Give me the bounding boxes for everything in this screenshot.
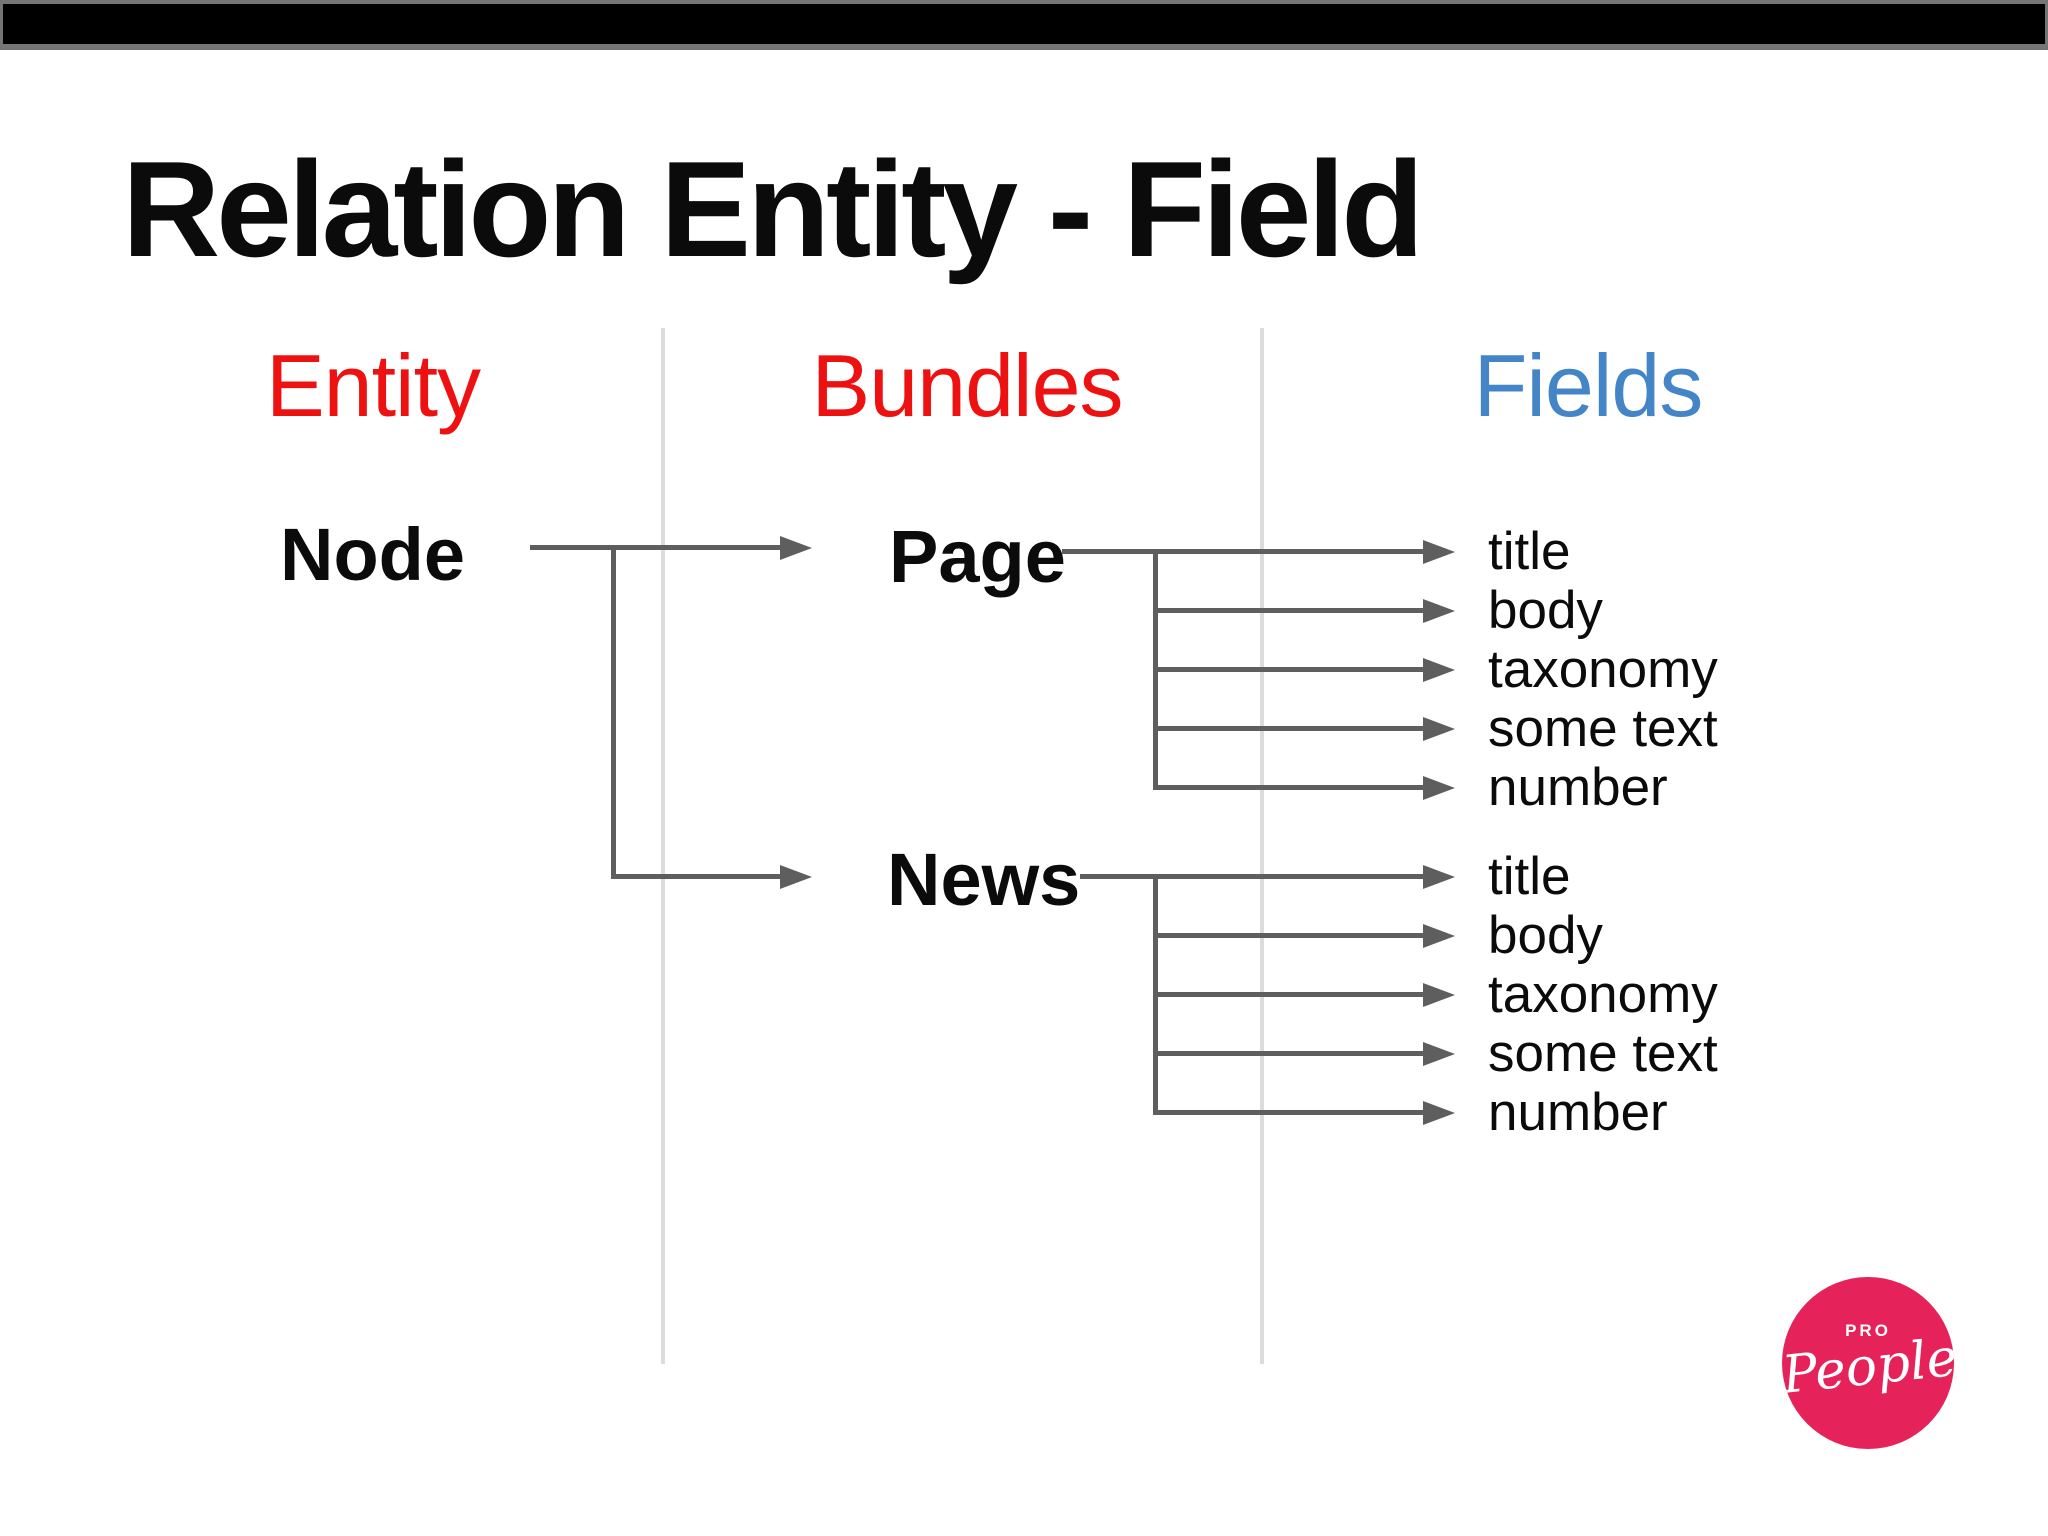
field-label: some text: [1488, 1024, 1718, 1083]
arrowhead-news-title: [1423, 865, 1455, 889]
top-bar-fill: [3, 4, 2045, 44]
arrowhead-node-to-news: [780, 865, 812, 889]
arrowhead-news-number: [1423, 1101, 1455, 1125]
connector-news-field-body: [1153, 933, 1423, 938]
field-label: taxonomy: [1488, 640, 1718, 699]
field-label: taxonomy: [1488, 965, 1718, 1024]
arrowhead-page-number: [1423, 776, 1455, 800]
connector-page-field-some-text: [1153, 726, 1423, 731]
connector-node-to-page-line: [530, 545, 782, 550]
arrowhead-node-to-page: [780, 536, 812, 560]
bundle-label-news: News: [887, 838, 1081, 921]
top-bar: [0, 0, 2048, 50]
field-label: title: [1488, 522, 1571, 581]
connector-page-field-body: [1153, 608, 1423, 613]
connector-page-field-number: [1153, 785, 1423, 790]
logo-pro-text: PRO: [1845, 1321, 1891, 1340]
arrowhead-news-some-text: [1423, 1042, 1455, 1066]
field-label: number: [1488, 758, 1668, 817]
field-label: title: [1488, 847, 1571, 906]
field-label: body: [1488, 906, 1603, 965]
column-header-entity: Entity: [265, 336, 481, 435]
connector-news-field-some-text: [1153, 1051, 1423, 1056]
field-label: some text: [1488, 699, 1718, 758]
connector-news-field-taxonomy: [1153, 992, 1423, 997]
propeople-logo: PRO People: [1779, 1277, 1960, 1449]
arrowhead-page-taxonomy: [1423, 658, 1455, 682]
column-divider-entity-bundles: [661, 328, 665, 1364]
entity-node-label: Node: [280, 513, 465, 596]
field-label: body: [1488, 581, 1603, 640]
arrowhead-news-taxonomy: [1423, 983, 1455, 1007]
column-divider-bundles-fields: [1260, 328, 1264, 1364]
connector-node-to-news-line: [611, 874, 782, 879]
column-header-fields: Fields: [1473, 336, 1704, 435]
connector-node-elbow-vertical: [611, 545, 616, 879]
arrowhead-page-some-text: [1423, 717, 1455, 741]
column-header-bundles: Bundles: [811, 336, 1123, 435]
field-label: number: [1488, 1083, 1668, 1142]
connector-page-field-title: [1062, 549, 1423, 554]
arrowhead-page-title: [1423, 540, 1455, 564]
slide-title: Relation Entity - Field: [122, 133, 1424, 285]
arrowhead-news-body: [1423, 924, 1455, 948]
connector-news-field-title: [1080, 874, 1423, 879]
bundle-label-page: Page: [889, 515, 1066, 598]
connector-news-field-number: [1153, 1110, 1423, 1115]
connector-page-field-taxonomy: [1153, 667, 1423, 672]
arrowhead-page-body: [1423, 599, 1455, 623]
